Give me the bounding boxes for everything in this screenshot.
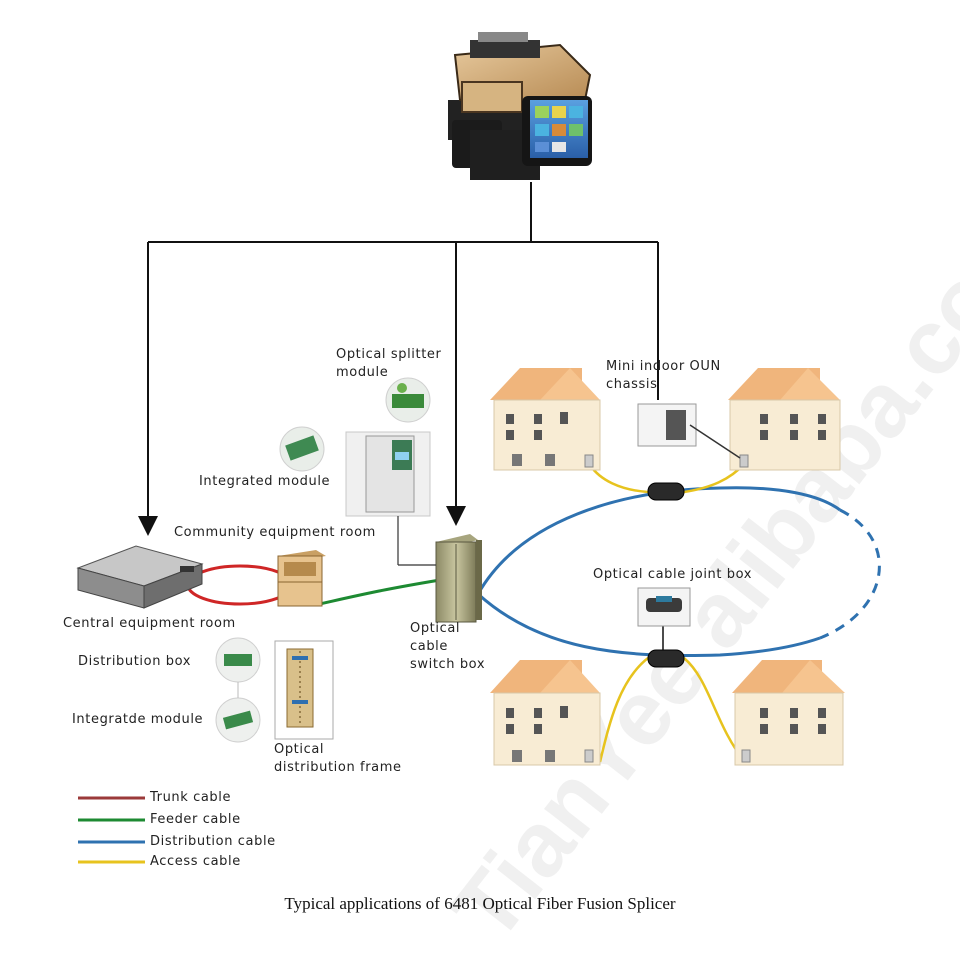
distribution-box-bubble xyxy=(215,637,261,683)
label-distribution-box: Distribution box xyxy=(78,654,192,669)
house-bottom-right xyxy=(732,660,845,766)
joint-box-top xyxy=(647,482,685,501)
label-central-equipment-room: Central equipment room xyxy=(63,616,236,631)
community-room-box-icon xyxy=(277,550,326,607)
house-top-right xyxy=(728,368,841,471)
label-optical-cable-joint-box: Optical cable joint box xyxy=(593,567,753,582)
legend-access-cable: Access cable xyxy=(150,854,241,869)
central-room-rack-icon xyxy=(76,545,204,609)
label-optical-cable-switch-box: Optical cable switch box xyxy=(410,621,486,672)
splicer-connection-lines xyxy=(138,182,659,536)
label-optical-distribution-frame: Optical distribution frame xyxy=(274,742,402,775)
fusion-splicer-icon xyxy=(448,32,592,180)
splitter-module-bubble xyxy=(385,377,431,423)
legend-trunk-cable: Trunk cable xyxy=(150,790,232,805)
house-top-left xyxy=(490,368,601,471)
legend-swatches xyxy=(78,796,145,864)
trunk-cable xyxy=(186,564,294,606)
label-integrated-module: Integrated module xyxy=(199,474,331,489)
legend-distribution-cable: Distribution cable xyxy=(150,834,276,849)
label-optical-splitter-module: Optical splitter module xyxy=(336,347,442,380)
oun-chassis-icon xyxy=(637,403,741,459)
label-community-equipment-room: Community equipment room xyxy=(174,525,376,540)
integrated-module-bubble xyxy=(279,426,325,472)
distribution-cable-solid-lower xyxy=(476,592,821,658)
integratde-module-bubble xyxy=(215,697,261,743)
joint-box-bottom xyxy=(647,649,685,668)
feeder-cable xyxy=(314,578,441,607)
legend-feeder-cable: Feeder cable xyxy=(150,812,241,827)
distribution-cable-dashed xyxy=(819,508,881,640)
distribution-cable-solid xyxy=(476,486,841,595)
switch-box-cabinet-icon xyxy=(435,534,482,623)
label-integratde-module: Integratde module xyxy=(72,712,204,727)
label-mini-indoor-oun-chassis: Mini indoor OUN chassis xyxy=(606,359,721,392)
distribution-frame-icon xyxy=(274,640,334,740)
figure-caption: Typical applications of 6481 Optical Fib… xyxy=(284,894,676,913)
house-bottom-left xyxy=(490,660,601,766)
splitter-cabinet-icon xyxy=(345,431,436,566)
joint-box-icon xyxy=(637,587,691,627)
